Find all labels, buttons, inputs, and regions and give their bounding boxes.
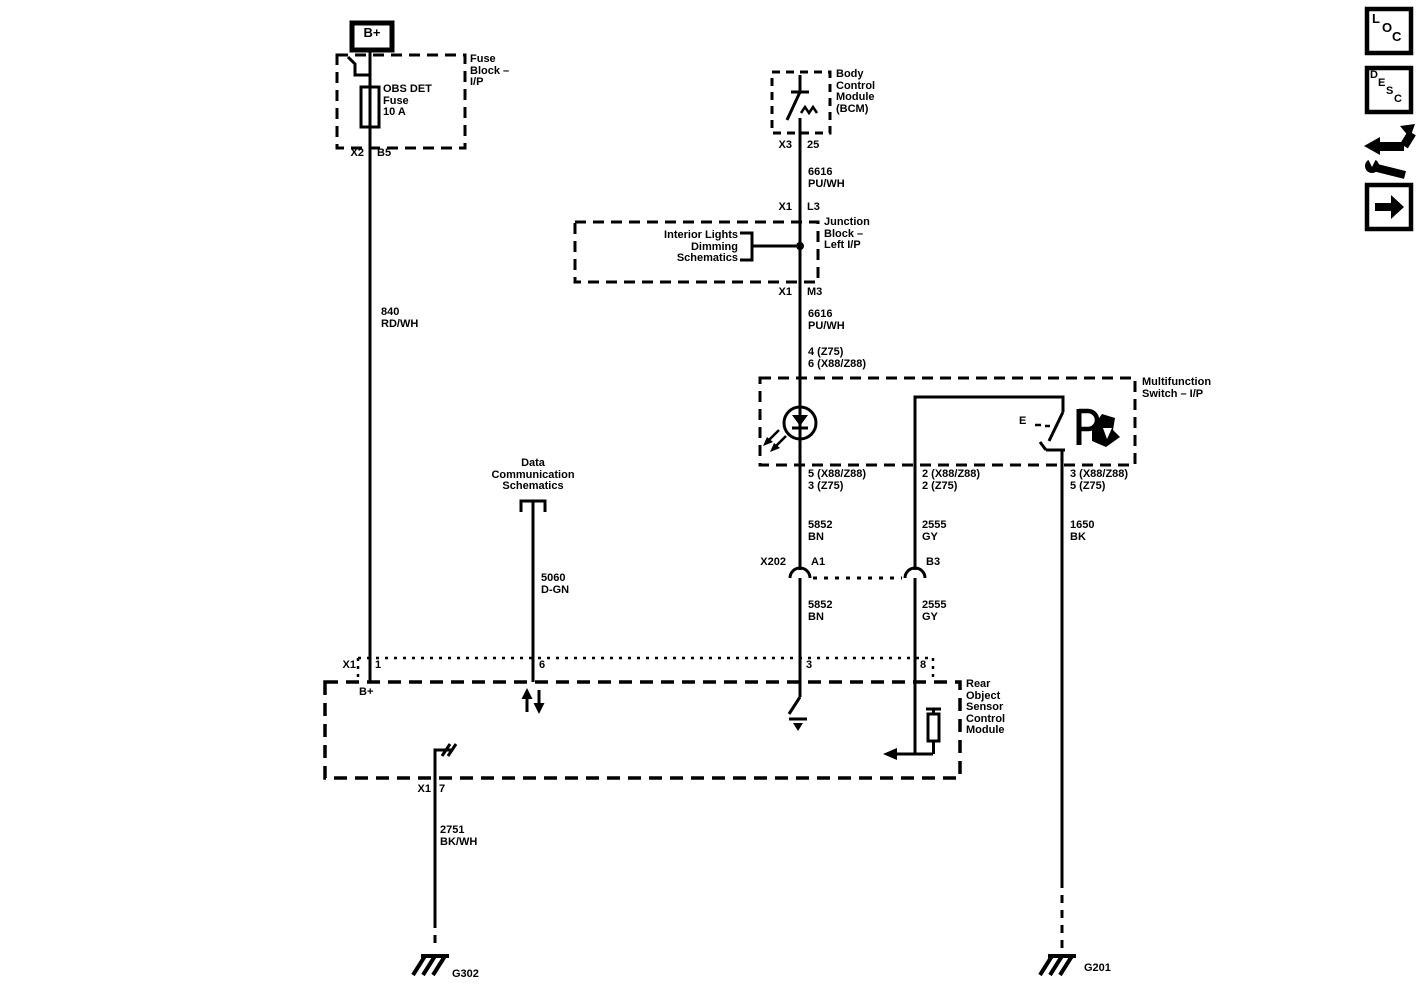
rosm-pullup-resistor-icon bbox=[883, 682, 941, 760]
rosm-switch-to-ground-icon bbox=[787, 682, 807, 731]
multifunction-switch-label: Multifunction Switch – I/P bbox=[1142, 376, 1212, 400]
bcm-label: Body Control Module (BCM) bbox=[836, 68, 876, 115]
fuse-label: OBS DET Fuse 10 A bbox=[383, 83, 432, 118]
pin-b5-label: B5 bbox=[377, 147, 392, 159]
rosm-pin-3-label: 3 bbox=[806, 659, 813, 671]
mfs-pins-right-label: 3 (X88/Z88) 5 (Z75) bbox=[1070, 468, 1129, 492]
conn-x1-l3-label: X1 bbox=[778, 201, 792, 213]
wire-840-label: 840 RD/WH bbox=[381, 306, 419, 330]
led-indicator-icon bbox=[763, 405, 818, 452]
wire-2751-label: 2751 BK/WH bbox=[440, 824, 478, 848]
variant-pins-label: 4 (Z75) 6 (X88/Z88) bbox=[808, 346, 867, 370]
wire-5060-label: 5060 D-GN bbox=[541, 572, 570, 596]
mfs-pins-mid-label: 2 (X88/Z88) 2 (Z75) bbox=[922, 468, 981, 492]
park-assist-symbol-icon bbox=[1076, 408, 1120, 447]
x202-connector-icon bbox=[788, 566, 927, 682]
fuse-block-label: Fuse Block – I/P bbox=[470, 53, 510, 88]
rosm-data-arrows-icon bbox=[521, 688, 545, 714]
b-plus-label: B+ bbox=[363, 25, 381, 40]
pin-a1-label: A1 bbox=[811, 556, 826, 568]
rosm-pin-1-label: 1 bbox=[375, 659, 382, 671]
rosm-pin-6-label: 6 bbox=[539, 659, 546, 671]
rosm-box bbox=[323, 680, 962, 780]
loc-letter-l: L bbox=[1372, 11, 1380, 26]
pin-m3-label: M3 bbox=[807, 286, 823, 298]
b-plus-terminal-box bbox=[349, 20, 395, 53]
wire-1650-label: 1650 BK bbox=[1070, 519, 1095, 543]
multifunction-switch-box bbox=[758, 376, 1137, 467]
loc-letter-o: O bbox=[1382, 20, 1393, 35]
switch-feed-rail bbox=[913, 395, 1065, 465]
wire-2555-upper-label: 2555 GY bbox=[922, 519, 947, 543]
junction-block-box bbox=[573, 220, 820, 284]
bus-tap-icon bbox=[346, 55, 370, 77]
desc-button-frame[interactable] bbox=[1364, 65, 1414, 115]
mfs-pins-left-label: 5 (X88/Z88) 3 (Z75) bbox=[808, 468, 867, 492]
rosm-conn-x1-bottom-label: X1 bbox=[417, 783, 431, 795]
forward-button[interactable] bbox=[1367, 185, 1411, 229]
loc-button[interactable]: L O C bbox=[1367, 9, 1411, 53]
rosm-pin-8-label: 8 bbox=[920, 659, 927, 671]
fastener-tools-icon[interactable] bbox=[1364, 124, 1416, 179]
wire-6616-lower-label: 6616 PU/WH bbox=[808, 308, 845, 332]
pin-l3-label: L3 bbox=[807, 201, 820, 213]
switch-actuator-label: E bbox=[1019, 415, 1027, 427]
g302-ground-icon bbox=[411, 954, 449, 977]
wire-5852-lower-label: 5852 BN bbox=[808, 599, 833, 623]
loc-letter-c: C bbox=[1392, 29, 1402, 44]
interior-lights-dimming-ref[interactable]: Interior Lights Dimming Schematics bbox=[664, 229, 738, 264]
forward-button-frame[interactable] bbox=[1364, 182, 1414, 232]
wire-5852-upper-label: 5852 BN bbox=[808, 519, 833, 543]
schematic-ref-bracket bbox=[740, 231, 804, 262]
park-assist-switch-icon bbox=[1035, 411, 1065, 452]
x202-label: X202 bbox=[760, 556, 786, 568]
loc-button-frame[interactable] bbox=[1364, 6, 1414, 56]
rosm-label: Rear Object Sensor Control Module bbox=[966, 678, 1006, 736]
data-communication-ref[interactable]: Data Communication Schematics bbox=[491, 457, 575, 492]
wire-6616-upper-label: 6616 PU/WH bbox=[808, 166, 845, 190]
g201-ground-icon bbox=[1038, 954, 1076, 977]
fuse-icon bbox=[359, 85, 381, 129]
rosm-b-plus-label: B+ bbox=[359, 686, 374, 698]
fuse-block-box bbox=[335, 53, 467, 150]
conn-x1-m3-label: X1 bbox=[778, 286, 792, 298]
g302-label: G302 bbox=[452, 968, 479, 980]
fastener-tools-button[interactable] bbox=[1360, 122, 1417, 178]
junction-block-label: Junction Block – Left I/P bbox=[824, 216, 870, 251]
conn-x3-label: X3 bbox=[778, 139, 792, 151]
bcm-driver-icon bbox=[785, 75, 819, 133]
conn-x2-label: X2 bbox=[350, 147, 364, 159]
wire-2555-lower-label: 2555 GY bbox=[922, 599, 947, 623]
rosm-x1-connector-line bbox=[356, 656, 935, 682]
rosm-conn-x1-label: X1 bbox=[342, 659, 356, 671]
rosm-pin-7-label: 7 bbox=[439, 783, 446, 795]
desc-letter-d: D bbox=[1370, 69, 1378, 81]
g201-label: G201 bbox=[1084, 962, 1111, 974]
desc-letter-e: E bbox=[1378, 77, 1386, 89]
pin-25-label: 25 bbox=[807, 139, 820, 151]
pin-b3-label: B3 bbox=[926, 556, 941, 568]
desc-letter-s: S bbox=[1386, 85, 1394, 97]
desc-letter-c: C bbox=[1394, 93, 1402, 105]
rosm-case-ground-icon bbox=[433, 743, 458, 778]
desc-button[interactable]: D E S C bbox=[1367, 68, 1411, 112]
